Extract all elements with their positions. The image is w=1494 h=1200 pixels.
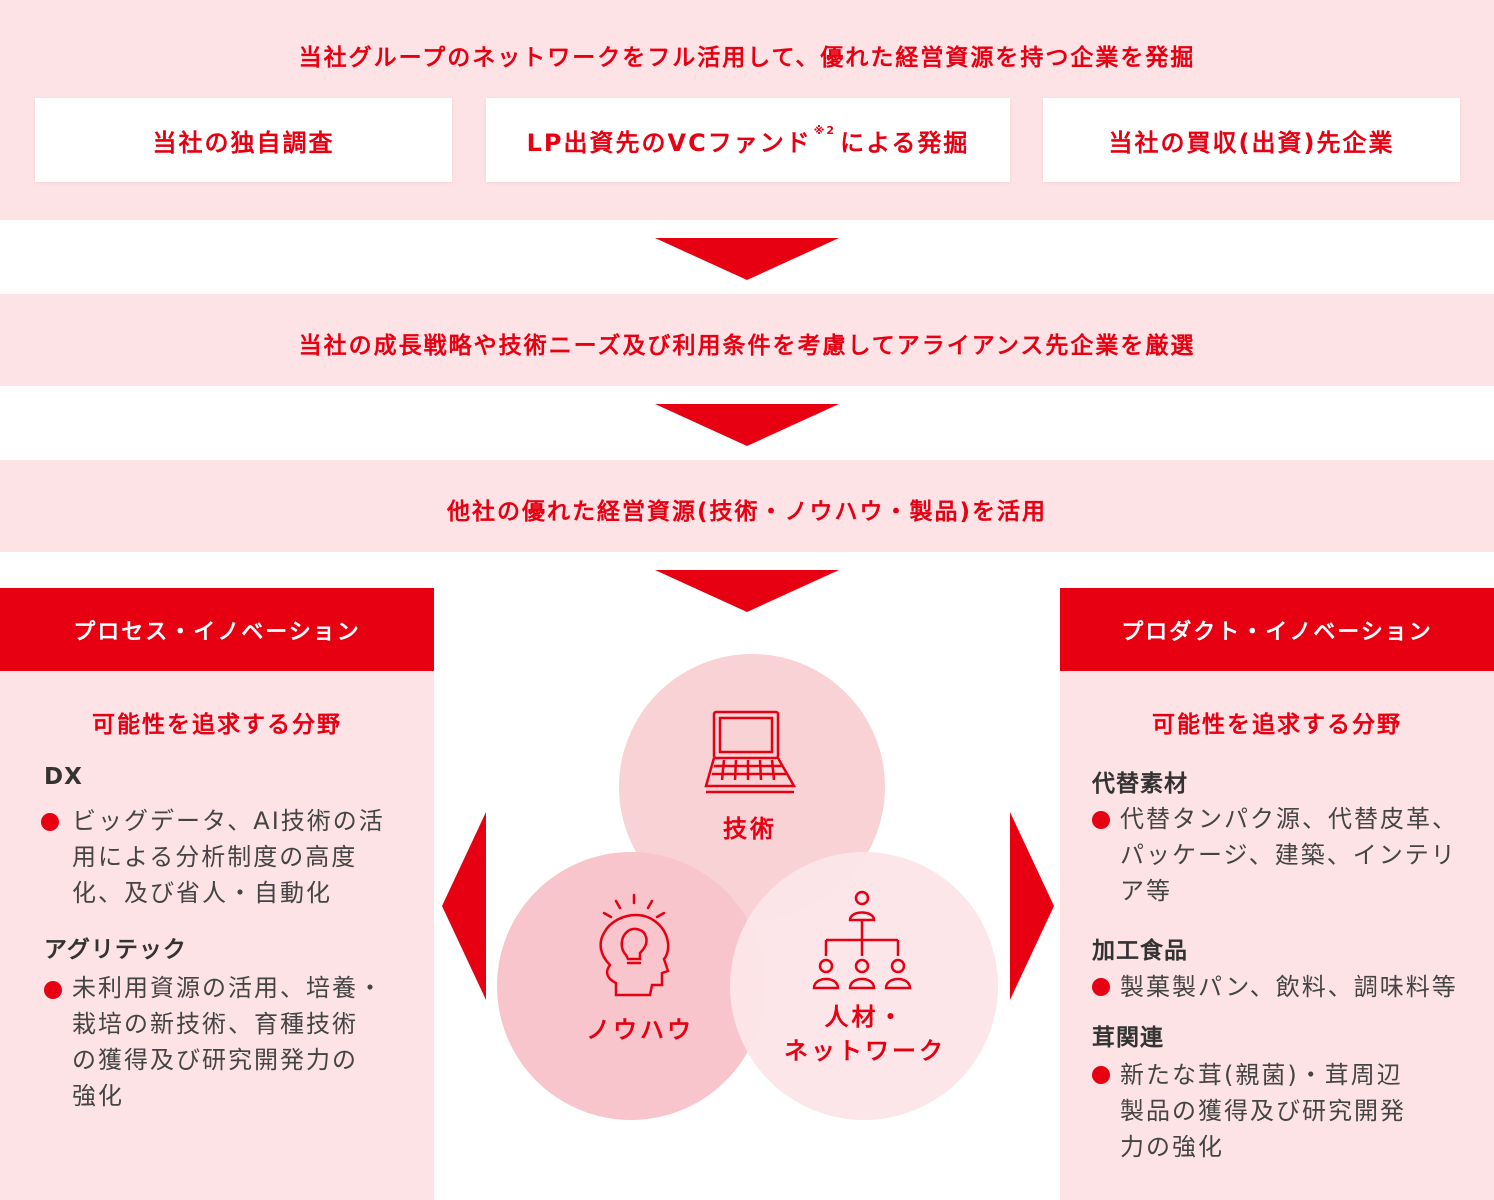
category-agritech: アグリテック (44, 937, 187, 963)
bullet-dot (1092, 978, 1110, 996)
source-label: LP出資先のVCファンド (526, 128, 812, 157)
source-label: 当社の買収(出資)先企業 (1108, 128, 1395, 157)
category-item-text: ビッグデータ、AI技術の活 用による分析制度の高度 化、及び省人・自動化 (72, 807, 385, 907)
technology-label: 技術 (723, 815, 777, 843)
step1-heading: 当社グループのネットワークをフル活用して、優れた経営資源を持つ企業を発掘 (298, 45, 1196, 71)
footnote-mark: ※2 (813, 123, 837, 137)
step3-band: 他社の優れた経営資源(技術・ノウハウ・製品)を活用 (0, 460, 1494, 552)
bullet-dot (1092, 1066, 1110, 1084)
org-chart-icon (812, 890, 912, 990)
product-subtitle: 可能性を追求する分野 (1152, 712, 1402, 738)
category-processed-food: 加工食品 (1092, 938, 1188, 964)
category-dx: DX (44, 764, 83, 790)
step1-band: 当社グループのネットワークをフル活用して、優れた経営資源を持つ企業を発掘 当社の… (0, 0, 1494, 220)
left-arrow (442, 812, 486, 1000)
step3-heading: 他社の優れた経営資源(技術・ノウハウ・製品)を活用 (446, 499, 1048, 525)
category-alt-materials: 代替素材 (1092, 771, 1188, 797)
down-arrow-1 (655, 238, 839, 280)
right-arrow (1010, 812, 1054, 1000)
knowhow-label: ノウハウ (586, 1016, 694, 1044)
process-innovation-title: プロセス・イノベーション (0, 588, 434, 671)
product-innovation-panel: プロダクト・イノベーション 可能性を追求する分野 代替素材 代替タンパク源、代替… (1060, 588, 1494, 1200)
source-box-acquisitions: 当社の買収(出資)先企業 (1043, 98, 1460, 182)
category-item-text: 代替タンパク源、代替皮革、 パッケージ、建築、インテリ ア等 (1120, 805, 1458, 905)
product-innovation-title: プロダクト・イノベーション (1060, 588, 1494, 671)
source-label-suffix: による発掘 (840, 128, 970, 157)
down-arrow-3 (655, 570, 839, 612)
source-label: 当社の独自調査 (152, 128, 335, 157)
people-label-line2: ネットワーク (784, 1037, 946, 1065)
category-item-text: 未利用資源の活用、培養・ 栽培の新技術、育種技術 の獲得及び研究開発力の 強化 (72, 974, 384, 1110)
source-box-research: 当社の独自調査 (35, 98, 452, 182)
bullet-dot (44, 981, 62, 999)
step2-heading: 当社の成長戦略や技術ニーズ及び利用条件を考慮してアライアンス先企業を厳選 (298, 333, 1196, 359)
down-arrow-2 (655, 404, 839, 446)
bullet-dot (1092, 811, 1110, 829)
people-network-label: 人材・ ネットワーク (780, 1000, 950, 1068)
process-innovation-panel: プロセス・イノベーション 可能性を追求する分野 DX ビッグデータ、AI技術の活… (0, 588, 434, 1200)
bullet-dot (41, 813, 59, 831)
category-item-text: 新たな茸(親菌)・茸周辺 製品の獲得及び研究開発 力の強化 (1120, 1061, 1406, 1161)
circle-people (730, 852, 998, 1120)
lightbulb-head-icon (599, 893, 670, 997)
laptop-icon (704, 710, 797, 794)
category-item-text: 製菓製パン、飲料、調味料等 (1120, 973, 1458, 1001)
circle-knowhow (497, 852, 765, 1120)
category-mushroom: 茸関連 (1092, 1025, 1164, 1051)
people-label-line1: 人材・ (824, 1003, 906, 1031)
process-subtitle: 可能性を追求する分野 (92, 712, 342, 738)
step2-band: 当社の成長戦略や技術ニーズ及び利用条件を考慮してアライアンス先企業を厳選 (0, 294, 1494, 386)
